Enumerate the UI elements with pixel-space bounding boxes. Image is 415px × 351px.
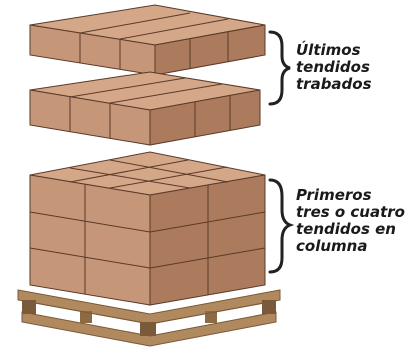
pallet-block-middle [140, 322, 156, 336]
bottom-label-line: Primeros [296, 186, 372, 204]
middle-layer-side-face [149, 89, 261, 146]
top-brace [268, 30, 291, 106]
bottom-label-line: tres o cuatro [296, 203, 405, 221]
bottom-brace [268, 178, 295, 274]
bottom-layers-label: Primeros tres o cuatro tendidos en colum… [296, 187, 405, 255]
pallet-block-center-left [80, 311, 92, 323]
pallet-block-center-right [205, 311, 217, 323]
wooden-pallet [17, 289, 281, 347]
pallet-block-left [22, 300, 36, 314]
column-stack-boxes [29, 151, 266, 306]
top-label-line: tendidos [296, 58, 370, 76]
column-stack-front-face [29, 174, 151, 306]
top-label-line: Últimos [296, 41, 361, 59]
top-layer-boxes [29, 4, 266, 76]
top-layers-label: Últimos tendidos trabados [296, 42, 372, 93]
bottom-label-line: tendidos en [296, 220, 396, 238]
pallet-deck [17, 289, 281, 325]
top-layer-side-face [154, 24, 266, 76]
top-label-line: trabados [296, 75, 372, 93]
bottom-label-line: columna [296, 237, 368, 255]
pallet-block-right [262, 300, 276, 314]
middle-layer-boxes [29, 71, 261, 146]
